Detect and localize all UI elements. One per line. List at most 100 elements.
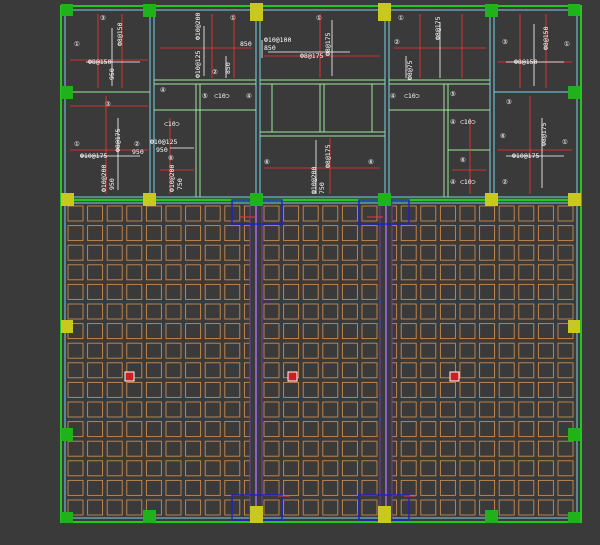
raft-grid-cell [420, 440, 437, 457]
raft-grid-cell [498, 244, 515, 261]
raft-grid-cell [185, 264, 202, 281]
raft-grid-cell [537, 421, 554, 438]
raft-grid-cell [400, 362, 417, 379]
raft-grid-cell [479, 225, 496, 242]
annotations-slab-tc: Ф10@200 850 ① Ф10@125 850 ② Ф10@100 850 … [150, 13, 374, 194]
raft-grid-cell [341, 303, 358, 320]
length-label: 950 [108, 178, 116, 190]
raft-grid-cell [263, 421, 280, 438]
raft-grid-cell [341, 479, 358, 496]
raft-grid-cell [341, 225, 358, 242]
tag-label: ⊂10⊃ [460, 178, 476, 186]
raft-grid-cell [420, 381, 437, 398]
raft-grid-cell [420, 264, 437, 281]
raft-grid-cell [204, 225, 221, 242]
raft-grid-cell [87, 244, 104, 261]
raft-grid-cell [224, 264, 241, 281]
raft-grid-cell [224, 225, 241, 242]
raft-grid-cell [498, 401, 515, 418]
raft-grid-cell [67, 283, 84, 300]
raft-grid-cell [185, 460, 202, 477]
raft-grid-cell [263, 342, 280, 359]
raft-grid-cell [165, 479, 182, 496]
raft-grid-cell [145, 303, 162, 320]
raft-grid-cell [204, 283, 221, 300]
raft-grid-cell [283, 342, 300, 359]
raft-grid-cell [263, 264, 280, 281]
raft-grid-cell [439, 323, 456, 340]
raft-grid-cell [165, 460, 182, 477]
raft-grid-cell [518, 460, 535, 477]
raft-grid-cell [204, 244, 221, 261]
pile-markers [124, 371, 460, 382]
raft-grid-cell [459, 342, 476, 359]
raft-grid-cell [67, 205, 84, 222]
raft-grid-cell [145, 362, 162, 379]
raft-grid-cell [283, 303, 300, 320]
raft-grid-cell [341, 460, 358, 477]
mark-label: ① [74, 140, 80, 148]
raft-grid-cell [106, 401, 123, 418]
raft-grid-cell [557, 479, 574, 496]
raft-grid-cell [498, 283, 515, 300]
length-label: 850 [264, 44, 276, 52]
raft-grid-cell [204, 499, 221, 516]
rebar-label: Ф10@100 [264, 36, 291, 44]
raft-grid-cell [537, 244, 554, 261]
raft-grid-cell [185, 342, 202, 359]
raft-grid-cell [302, 323, 319, 340]
raft-grid-cell [439, 205, 456, 222]
raft-grid-cell [498, 342, 515, 359]
length-label: 950 [156, 146, 168, 154]
raft-grid-cell [204, 303, 221, 320]
raft-grid-cell [263, 225, 280, 242]
raft-grid-cell [185, 401, 202, 418]
rebar-label: Ф10@125 [150, 138, 177, 146]
raft-grid-cell [400, 421, 417, 438]
raft-grid-cell [302, 421, 319, 438]
rebar-label: Ф8@150 [88, 58, 112, 66]
raft-grid-cell [537, 362, 554, 379]
raft-grid-cell [165, 303, 182, 320]
raft-grid-cell [106, 499, 123, 516]
raft-grid-cell [87, 479, 104, 496]
raft-grid-cell [557, 440, 574, 457]
raft-grid-cell [283, 460, 300, 477]
raft-grid-cell [459, 479, 476, 496]
raft-grid-cell [557, 362, 574, 379]
raft-grid-cell [400, 381, 417, 398]
raft-grid-cell [145, 323, 162, 340]
raft-grid-cell [87, 323, 104, 340]
raft-grid-cell [165, 205, 182, 222]
raft-grid-cell [204, 264, 221, 281]
raft-grid-cell [322, 362, 339, 379]
mark-label: ① [564, 40, 570, 48]
mark-label: ③ [502, 38, 508, 46]
raft-grid-cell [420, 323, 437, 340]
raft-grid-cell [126, 479, 143, 496]
raft-grid-cell [185, 283, 202, 300]
raft-grid-cell [459, 323, 476, 340]
raft-grid-cell [322, 381, 339, 398]
annotations-slab-tr: ① ② Ф8@75 Ф8@175 ④ ⊂10⊃ ⑤ ④ ⊂10⊃ ⑥ ④ ⊂10… [390, 14, 570, 186]
raft-grid-cell [126, 205, 143, 222]
raft-grid-cell [87, 460, 104, 477]
raft-grid-cell [322, 499, 339, 516]
raft-grid-cell [537, 479, 554, 496]
raft-grid-cell [106, 362, 123, 379]
raft-grid-cell [263, 303, 280, 320]
raft-grid-cell [126, 225, 143, 242]
raft-grid-cell [224, 362, 241, 379]
raft-grid-cell [459, 460, 476, 477]
raft-grid-cell [106, 283, 123, 300]
raft-grid-cell [439, 381, 456, 398]
raft-grid-cell [361, 205, 378, 222]
raft-grid-cell [459, 381, 476, 398]
raft-grid-cell [341, 244, 358, 261]
raft-grid-cell [126, 303, 143, 320]
raft-grid-cell [67, 401, 84, 418]
raft-grid-cell [67, 381, 84, 398]
raft-grid-cell [498, 381, 515, 398]
